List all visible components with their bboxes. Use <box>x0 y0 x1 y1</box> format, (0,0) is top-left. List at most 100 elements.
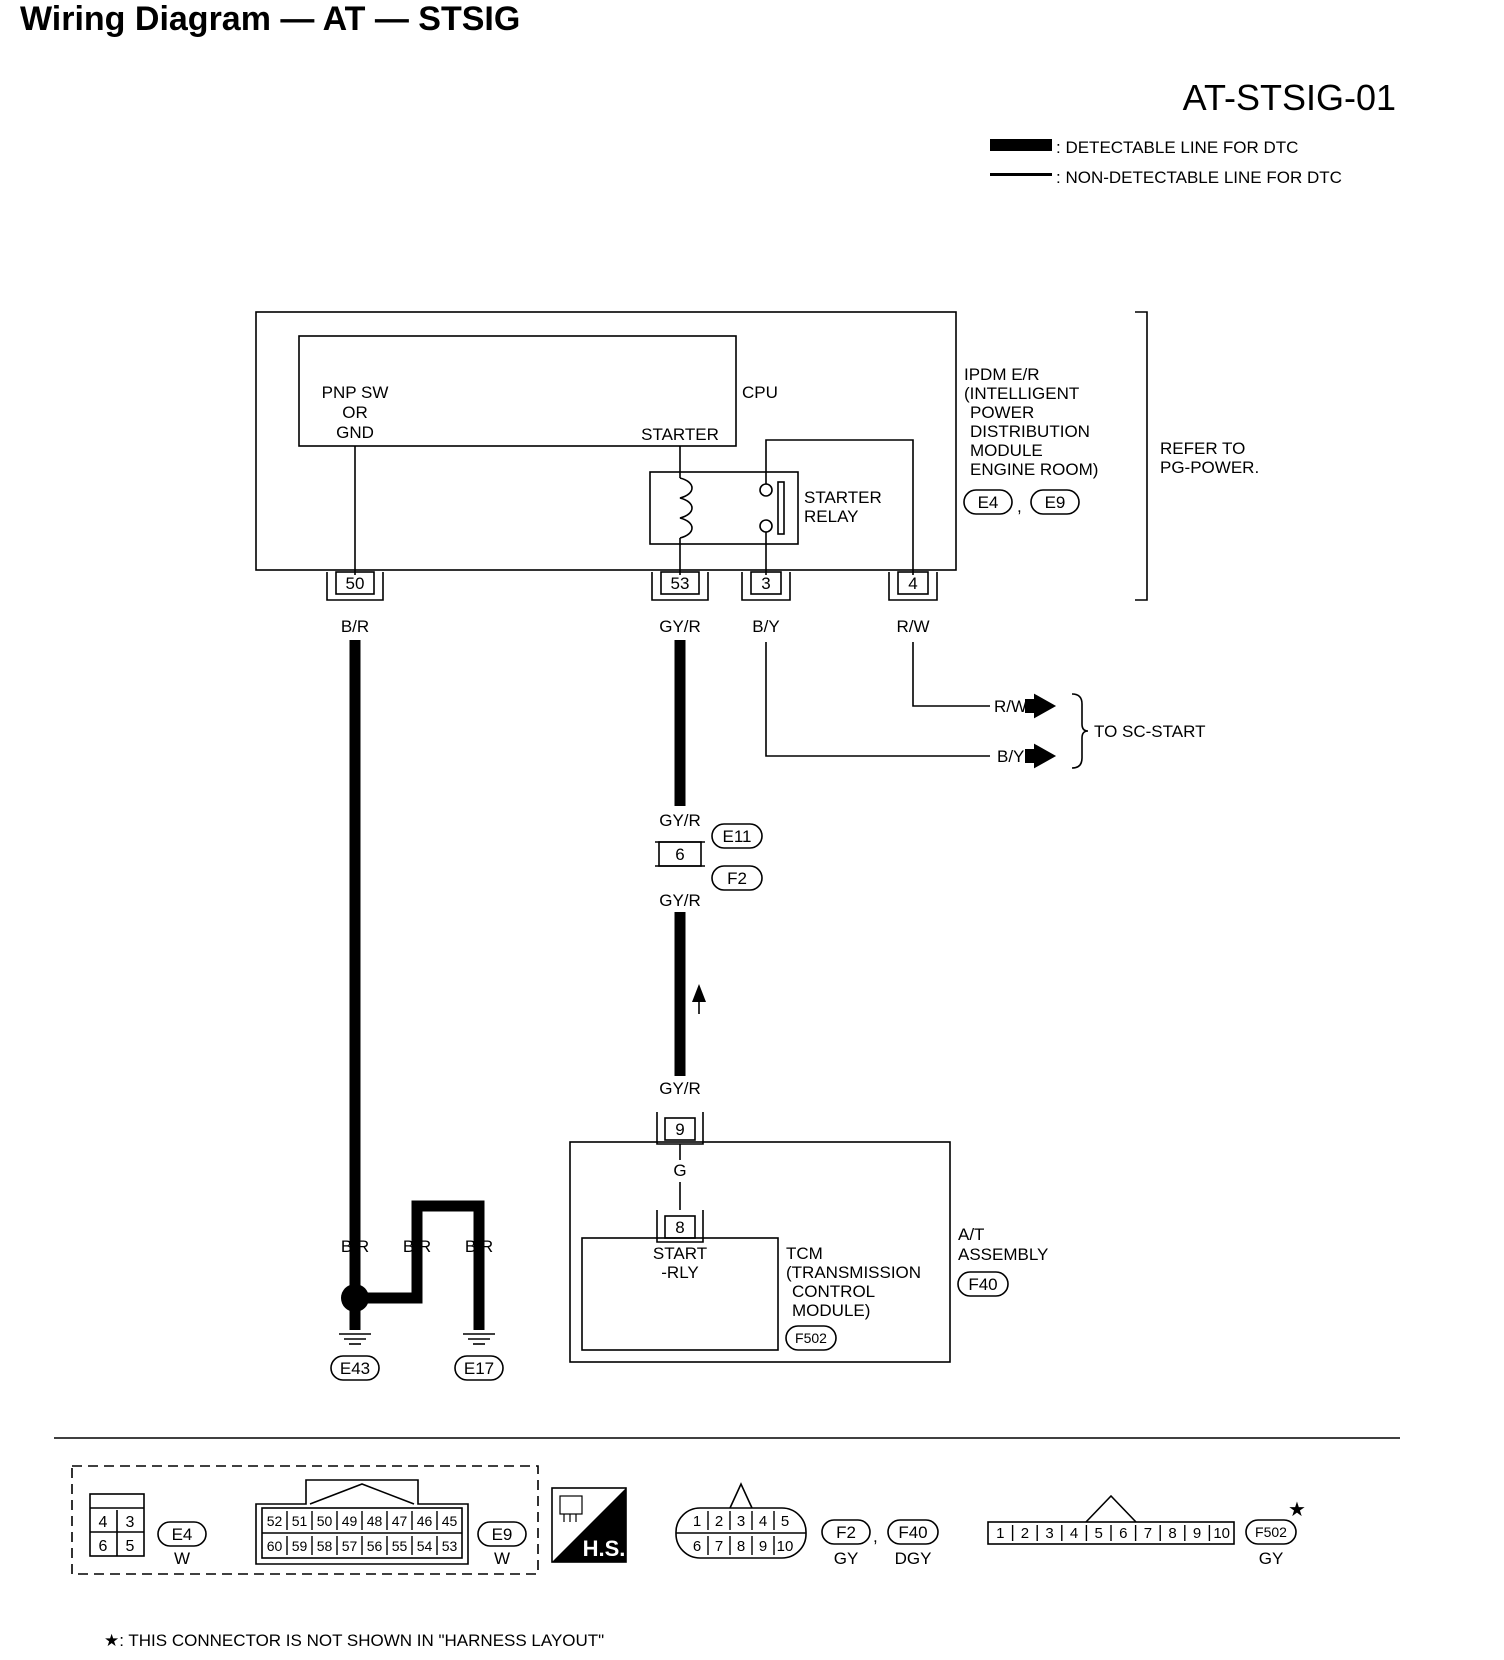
ipdm-name-6: ENGINE ROOM) <box>970 460 1098 479</box>
f502-pin-1: 1 <box>996 1525 1004 1542</box>
wire-label-br-ground-1: B/R <box>341 1237 369 1256</box>
connector-f502-star: ★ <box>1288 1499 1306 1521</box>
wire-label-br-top: B/R <box>341 617 369 636</box>
at-assembly-name-1: A/T <box>958 1225 984 1244</box>
connector-f40-id: F40 <box>898 1523 927 1542</box>
wire-rw <box>912 642 990 707</box>
diagram-id: AT-STSIG-01 <box>1183 77 1396 118</box>
at-assembly-name-2: ASSEMBLY <box>958 1245 1048 1264</box>
e9-pin-51: 51 <box>292 1513 308 1529</box>
refer-line-2: PG-POWER. <box>1160 458 1259 477</box>
e9-pin-57: 57 <box>342 1538 358 1554</box>
e9-pin-47: 47 <box>392 1513 408 1529</box>
ipdm-name-4: DISTRIBUTION <box>970 422 1090 441</box>
f2-pin-1: 1 <box>693 1513 701 1530</box>
connector-f40-color: DGY <box>895 1549 932 1568</box>
relay-switch-icon <box>777 481 785 535</box>
connector-f2-id: F2 <box>836 1523 856 1542</box>
e9-pin-54: 54 <box>417 1538 433 1554</box>
e9-pin-49: 49 <box>342 1513 358 1529</box>
pnp-label-2: OR <box>342 403 368 422</box>
connector-f2-sep: , <box>873 1527 878 1546</box>
starter-label: STARTER <box>641 425 719 444</box>
ipdm-name-5: MODULE <box>970 441 1043 460</box>
ipdm-conn-e9: E9 <box>1045 493 1066 512</box>
wire-label-gyr-e11-above: GY/R <box>659 811 701 830</box>
legend-detectable-text: : DETECTABLE LINE FOR DTC <box>1056 138 1298 157</box>
f2-pin-8: 8 <box>737 1538 745 1555</box>
f502-pin-5: 5 <box>1095 1525 1103 1542</box>
svg-text:3: 3 <box>126 1514 135 1531</box>
ground-e43-label: E43 <box>340 1359 370 1378</box>
tcm-pin-label-2: -RLY <box>661 1263 698 1282</box>
tcm-block <box>581 1237 779 1351</box>
e9-pin-45: 45 <box>442 1513 458 1529</box>
legend-detectable-swatch <box>990 139 1052 151</box>
tcm-name-4: MODULE) <box>792 1301 870 1320</box>
sc-start-brace <box>1071 693 1089 769</box>
wire-label-by-side: B/Y <box>997 747 1024 766</box>
f2-pin-10: 10 <box>777 1538 794 1555</box>
f502-pin-4: 4 <box>1070 1525 1078 1542</box>
e9-pin-50: 50 <box>317 1513 333 1529</box>
relay-label-2: RELAY <box>804 507 859 526</box>
f502-pin-7: 7 <box>1144 1525 1152 1542</box>
f502-pin-2: 2 <box>1021 1525 1029 1542</box>
e9-pin-59: 59 <box>292 1538 308 1554</box>
f502-pin-8: 8 <box>1168 1525 1176 1542</box>
tcm-connector: F502 <box>795 1330 827 1346</box>
wire-label-br-ground-2: B/R <box>403 1237 431 1256</box>
signal-arrow-up-icon <box>692 984 706 1002</box>
relay-contact-lower <box>759 519 773 533</box>
connector-e9-id: E9 <box>492 1525 513 1544</box>
wire-label-rw-side: R/W <box>994 697 1027 716</box>
wire-label-by-top: B/Y <box>752 617 779 636</box>
e9-pin-58: 58 <box>317 1538 333 1554</box>
ipdm-module: CPU PNP SW OR GND STARTER STARTER RELAY … <box>255 311 1098 575</box>
wire-label-g: G <box>673 1161 686 1180</box>
connector-e4-face: 4 3 6 5 <box>89 1493 145 1557</box>
joint-connector-6: 6 <box>655 841 705 867</box>
arrow-rw-icon <box>1025 693 1057 719</box>
svg-text:4: 4 <box>99 1514 108 1531</box>
terminal-9: 9 <box>656 1112 704 1145</box>
refer-bracket <box>1135 311 1148 601</box>
legend-nondetectable-text: : NON-DETECTABLE LINE FOR DTC <box>1056 168 1342 187</box>
f2-pin-2: 2 <box>715 1513 723 1530</box>
ipdm-name-3: POWER <box>970 403 1034 422</box>
ipdm-name-2: (INTELLIGENT <box>964 384 1079 403</box>
connector-f2-color: GY <box>834 1549 859 1568</box>
at-assembly-connector: F40 <box>968 1275 997 1294</box>
f502-pin-3: 3 <box>1045 1525 1053 1542</box>
svg-text:3: 3 <box>761 574 770 593</box>
terminal-4: 4 <box>888 571 938 601</box>
f2-pin-6: 6 <box>693 1538 701 1555</box>
wire-label-gyr-f2-below: GY/R <box>659 891 701 910</box>
f502-pin-6: 6 <box>1119 1525 1127 1542</box>
e9-pin-53: 53 <box>442 1538 458 1554</box>
f2-pin-5: 5 <box>781 1513 789 1530</box>
tcm-name-3: CONTROL <box>792 1282 875 1301</box>
f2-pin-3: 3 <box>737 1513 745 1530</box>
f2-pin-7: 7 <box>715 1538 723 1555</box>
wire-label-rw-top: R/W <box>896 617 929 636</box>
svg-text:5: 5 <box>126 1538 135 1555</box>
ipdm-conn-sep: , <box>1017 497 1022 516</box>
pnp-label-1: PNP SW <box>322 383 389 402</box>
connector-e4-color: W <box>174 1549 190 1568</box>
footnote: ★: THIS CONNECTOR IS NOT SHOWN IN "HARNE… <box>104 1631 604 1650</box>
f502-pin-10: 10 <box>1213 1525 1230 1542</box>
terminal-3: 3 <box>741 571 791 601</box>
connector-f502-id: F502 <box>1255 1524 1287 1540</box>
ground-e43-icon <box>339 1333 371 1345</box>
svg-text:53: 53 <box>671 574 690 593</box>
tcm-name-1: TCM <box>786 1244 823 1263</box>
ground-e17-icon <box>463 1333 495 1345</box>
e9-pin-55: 55 <box>392 1538 408 1554</box>
svg-text:6: 6 <box>675 845 684 864</box>
e9-pin-52: 52 <box>267 1513 283 1529</box>
terminal-50: 50 <box>326 571 384 601</box>
